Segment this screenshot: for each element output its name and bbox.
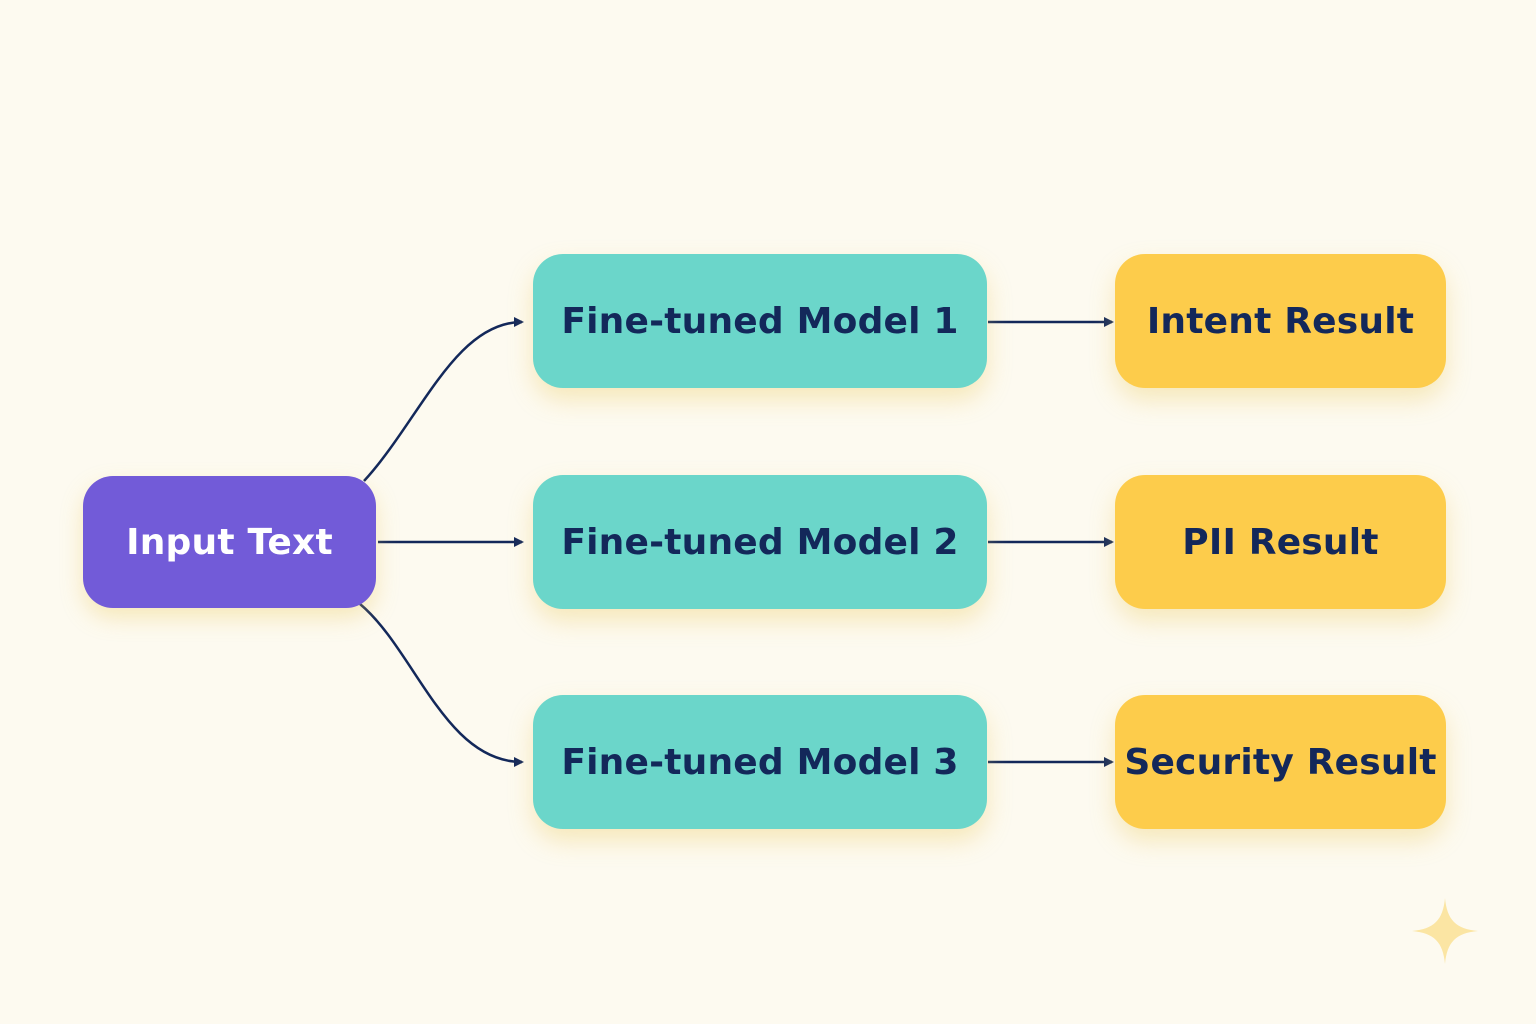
input-text-node: Input Text: [83, 476, 376, 608]
edge-input-to-model-3: [359, 603, 524, 767]
security-result-node: Security Result: [1115, 695, 1446, 829]
security-result-label: Security Result: [1124, 741, 1437, 783]
edge-input-to-model-1: [363, 317, 524, 482]
model-1-node: Fine-tuned Model 1: [533, 254, 987, 388]
intent-result-node: Intent Result: [1115, 254, 1446, 388]
pii-result-label: PII Result: [1182, 521, 1379, 563]
pii-result-node: PII Result: [1115, 475, 1446, 609]
intent-result-label: Intent Result: [1146, 300, 1415, 342]
model-3-node: Fine-tuned Model 3: [533, 695, 987, 829]
model-1-label: Fine-tuned Model 1: [561, 300, 959, 342]
model-3-label: Fine-tuned Model 3: [561, 741, 959, 783]
sparkle-icon: [1412, 898, 1478, 964]
input-text-label: Input Text: [126, 521, 333, 563]
model-2-node: Fine-tuned Model 2: [533, 475, 987, 609]
model-2-label: Fine-tuned Model 2: [561, 521, 959, 563]
